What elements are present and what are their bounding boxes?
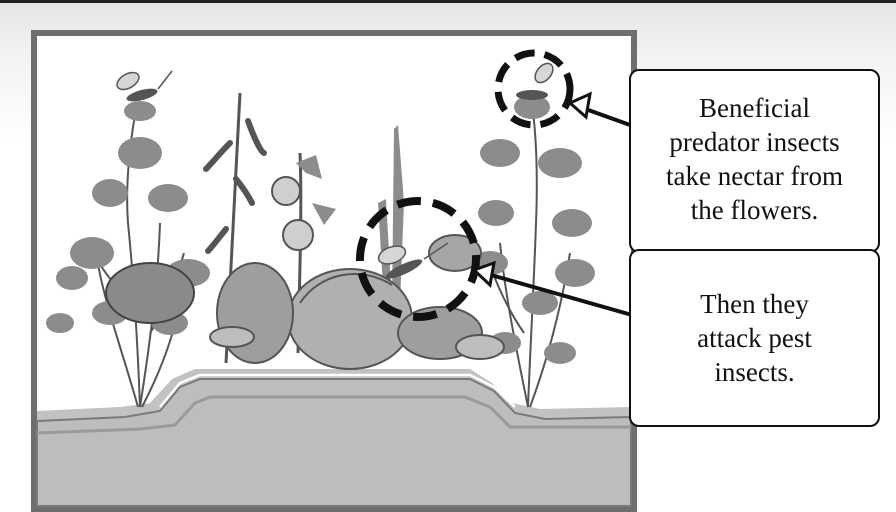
callout-nectar-line-2: predator insects (631, 125, 878, 159)
callout-attack-line-1: Then they (631, 287, 878, 321)
callout-attack: Then they attack pest insects. (629, 249, 880, 427)
callout-nectar: Beneficial predator insects take nectar … (629, 69, 880, 253)
callout-attack-line-3: insects. (631, 355, 878, 389)
callout-nectar-line-4: the flowers. (631, 193, 878, 227)
callout-attack-line-2: attack pest (631, 321, 878, 355)
callout-nectar-line-1: Beneficial (631, 91, 878, 125)
callout-nectar-line-3: take nectar from (631, 159, 878, 193)
